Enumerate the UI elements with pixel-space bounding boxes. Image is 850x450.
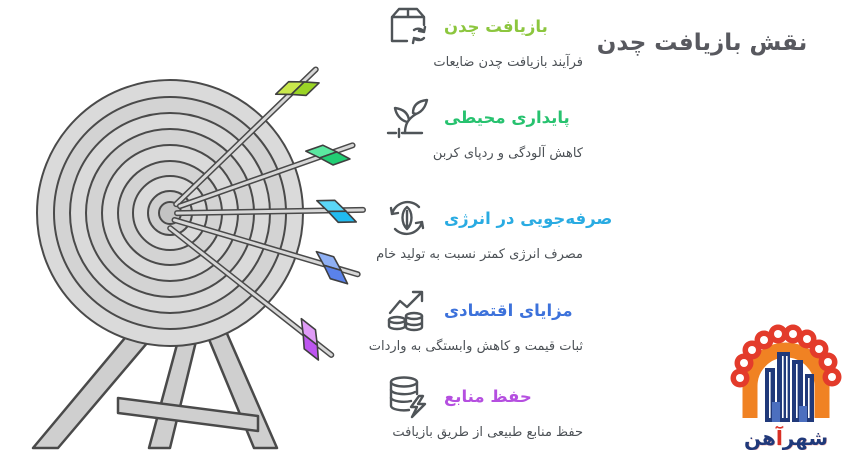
sprout-icon (383, 93, 431, 141)
logo-text-end: هن (743, 426, 776, 450)
leaf-refresh-icon (383, 194, 431, 242)
coins-growth-icon (383, 286, 431, 334)
benefit-subtitle: حفظ منابع طبیعی از طریق بازیافت (392, 425, 583, 440)
arrows-group (167, 66, 366, 361)
logo-emblem-icon (730, 324, 842, 422)
archery-target-icon (31, 66, 366, 450)
list-item: حفظ منابع حفظ منابع طبیعی از طریق بازیاف… (383, 372, 583, 440)
benefit-title: پایداری محیطی (444, 107, 570, 127)
benefit-title: مزایای اقتصادی (444, 300, 573, 320)
benefit-title: بازیافت چدن (444, 16, 548, 36)
benefit-subtitle: ثبات قیمت و کاهش وابستگی به واردات (368, 339, 583, 354)
logo-text: شهرآهن (727, 428, 845, 448)
benefit-subtitle: کاهش آلودگی و ردپای کربن (432, 146, 583, 161)
logo-text-start: شهر (782, 426, 829, 450)
logo-text-accent: آ (775, 426, 783, 450)
list-item: بازیافت چدن فرآیند بازیافت چدن ضایعات (383, 2, 583, 70)
page-title: نقش بازیافت چدن (596, 30, 808, 56)
database-energy-icon (383, 372, 431, 420)
list-item: پایداری محیطی کاهش آلودگی و ردپای کربن (383, 93, 583, 161)
list-item: مزایای اقتصادی ثبات قیمت و کاهش وابستگی … (368, 286, 583, 354)
list-item: صرفه‌جویی در انرژی مصرف انرژی کمتر نسبت … (376, 194, 612, 262)
brand-logo: شهرآهن (727, 322, 845, 448)
benefit-title: صرفه‌جویی در انرژی (444, 208, 613, 228)
benefit-title: حفظ منابع (444, 386, 532, 406)
target-illustration (0, 40, 400, 450)
benefit-subtitle: فرآیند بازیافت چدن ضایعات (433, 55, 583, 70)
package-recycle-icon (383, 2, 431, 50)
benefit-subtitle: مصرف انرژی کمتر نسبت به تولید خام (376, 247, 583, 262)
